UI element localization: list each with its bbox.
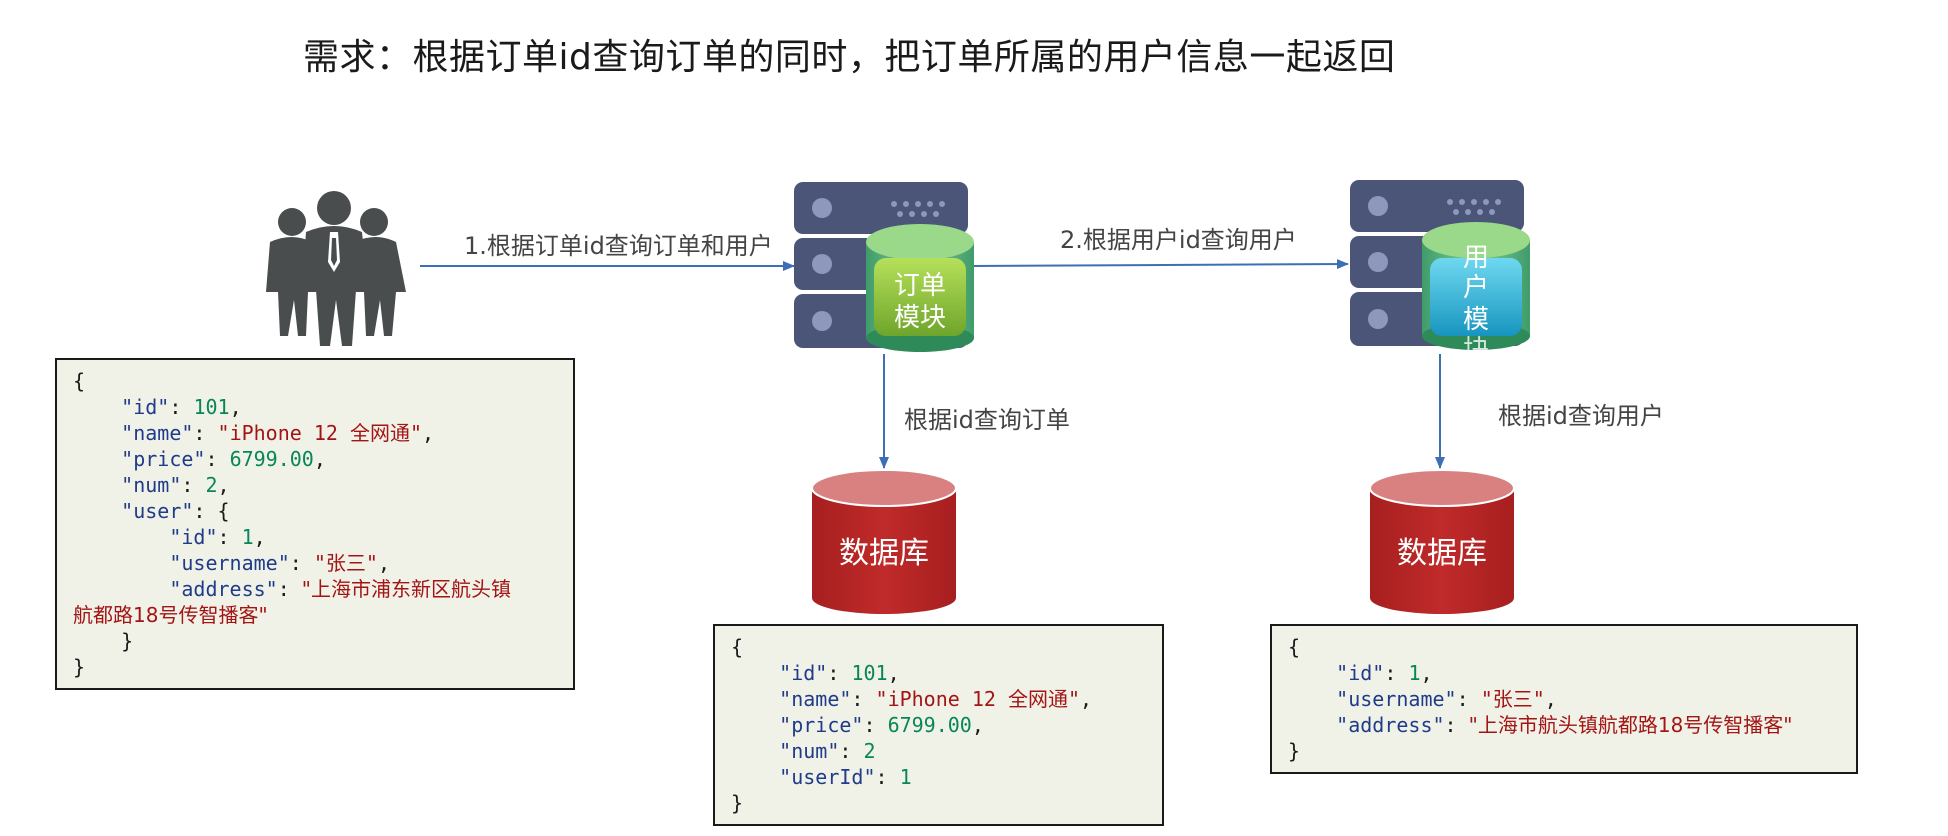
- user-module-label-1: 用: [1463, 243, 1489, 273]
- json-result-name: iPhone 12 全网通: [229, 421, 410, 445]
- order-module-label-2: 模块: [894, 303, 946, 333]
- user-module-label-4: 块: [1463, 335, 1489, 365]
- user-database-icon: [1369, 469, 1515, 614]
- order-database-label: 数据库: [839, 536, 929, 571]
- json-user-code: { "id": 1, "username": "张三", "address": …: [1288, 635, 1793, 763]
- json-order-price: 6799.00: [887, 713, 972, 737]
- json-result-panel: { "id": 101, "name": "iPhone 12 全网通", "p…: [55, 358, 575, 690]
- user-module-label-2: 户: [1463, 273, 1489, 303]
- user-database-label: 数据库: [1397, 536, 1487, 571]
- order-database-icon: [811, 469, 957, 614]
- json-result-username: 张三: [325, 551, 366, 575]
- json-order-panel: { "id": 101, "name": "iPhone 12 全网通", "p…: [713, 624, 1164, 826]
- json-order-name: iPhone 12 全网通: [887, 687, 1068, 711]
- user-db-query-label: 根据id查询用户: [1498, 402, 1664, 430]
- json-result-code: { "id": 101, "name": "iPhone 12 全网通", "p…: [73, 369, 511, 679]
- json-user-address: 上海市航头镇航都路18号传智播客: [1477, 713, 1784, 737]
- json-result-num: 2: [205, 473, 218, 497]
- json-order-userid: 1: [899, 765, 912, 789]
- json-result-address-2: 航都路18号传智播客: [73, 603, 259, 627]
- json-order-id: 101: [851, 661, 888, 685]
- json-user-username: 张三: [1492, 687, 1533, 711]
- json-result-id: 101: [193, 395, 230, 419]
- json-order-num: 2: [863, 739, 876, 763]
- arrow-order-to-user: [971, 259, 1349, 270]
- user-module-icon: [1422, 222, 1530, 350]
- json-user-panel: { "id": 1, "username": "张三", "address": …: [1270, 624, 1858, 774]
- page-title: 需求：根据订单id查询订单的同时，把订单所属的用户信息一起返回: [303, 37, 1396, 78]
- order-module-label-1: 订单: [894, 271, 946, 301]
- json-result-user-id: 1: [241, 525, 254, 549]
- order-module-icon: [866, 224, 974, 352]
- user-module-label-3: 模: [1463, 305, 1489, 335]
- step2-label: 2.根据用户id查询用户: [1060, 226, 1297, 254]
- json-result-price: 6799.00: [229, 447, 314, 471]
- json-user-id: 1: [1408, 661, 1421, 685]
- json-order-code: { "id": 101, "name": "iPhone 12 全网通", "p…: [731, 635, 1093, 815]
- order-db-query-label: 根据id查询订单: [904, 406, 1070, 434]
- users-icon: [266, 191, 406, 346]
- json-result-address-1: 上海市浦东新区航头镇: [311, 577, 511, 601]
- step1-label: 1.根据订单id查询订单和用户: [464, 232, 773, 260]
